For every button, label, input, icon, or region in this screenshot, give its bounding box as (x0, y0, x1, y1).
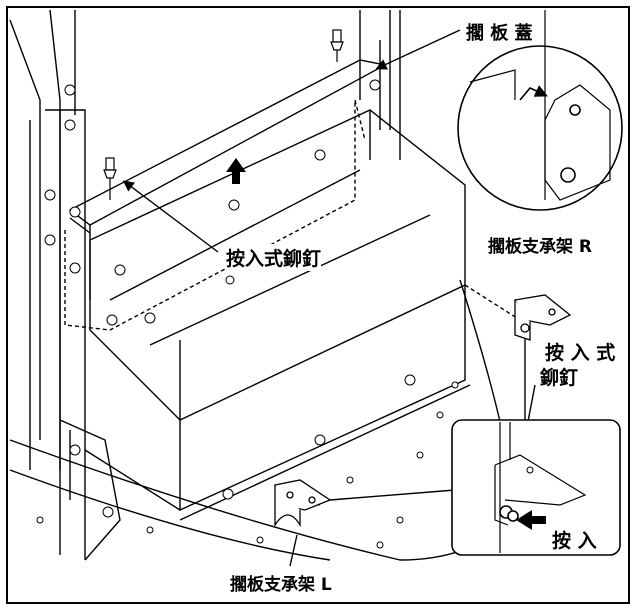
rivet-holes (36, 79, 494, 549)
top-push-rivets (103, 29, 344, 200)
label-bracket-r: 擱板支承架 R (488, 232, 593, 257)
bracket-r-drawing (514, 294, 572, 341)
label-push-rivet-main: 按入式鉚釘 (226, 244, 322, 271)
label-bracket-l: 擱板支承架 L (230, 570, 332, 595)
label-push-rivet-side-2: 鉚釘 (540, 363, 579, 390)
bracket-l-drawing (274, 479, 332, 528)
detail-box-rivet (451, 419, 621, 556)
label-push-rivet-side-1: 按 入 式 (545, 338, 616, 365)
left-arrow-icon (516, 510, 546, 530)
detail-circle-cover (457, 10, 623, 211)
up-arrow-icon (226, 158, 246, 184)
label-push-in: 按 入 (552, 526, 597, 553)
label-shelf-cover: 擱 板 蓋 (466, 19, 533, 45)
